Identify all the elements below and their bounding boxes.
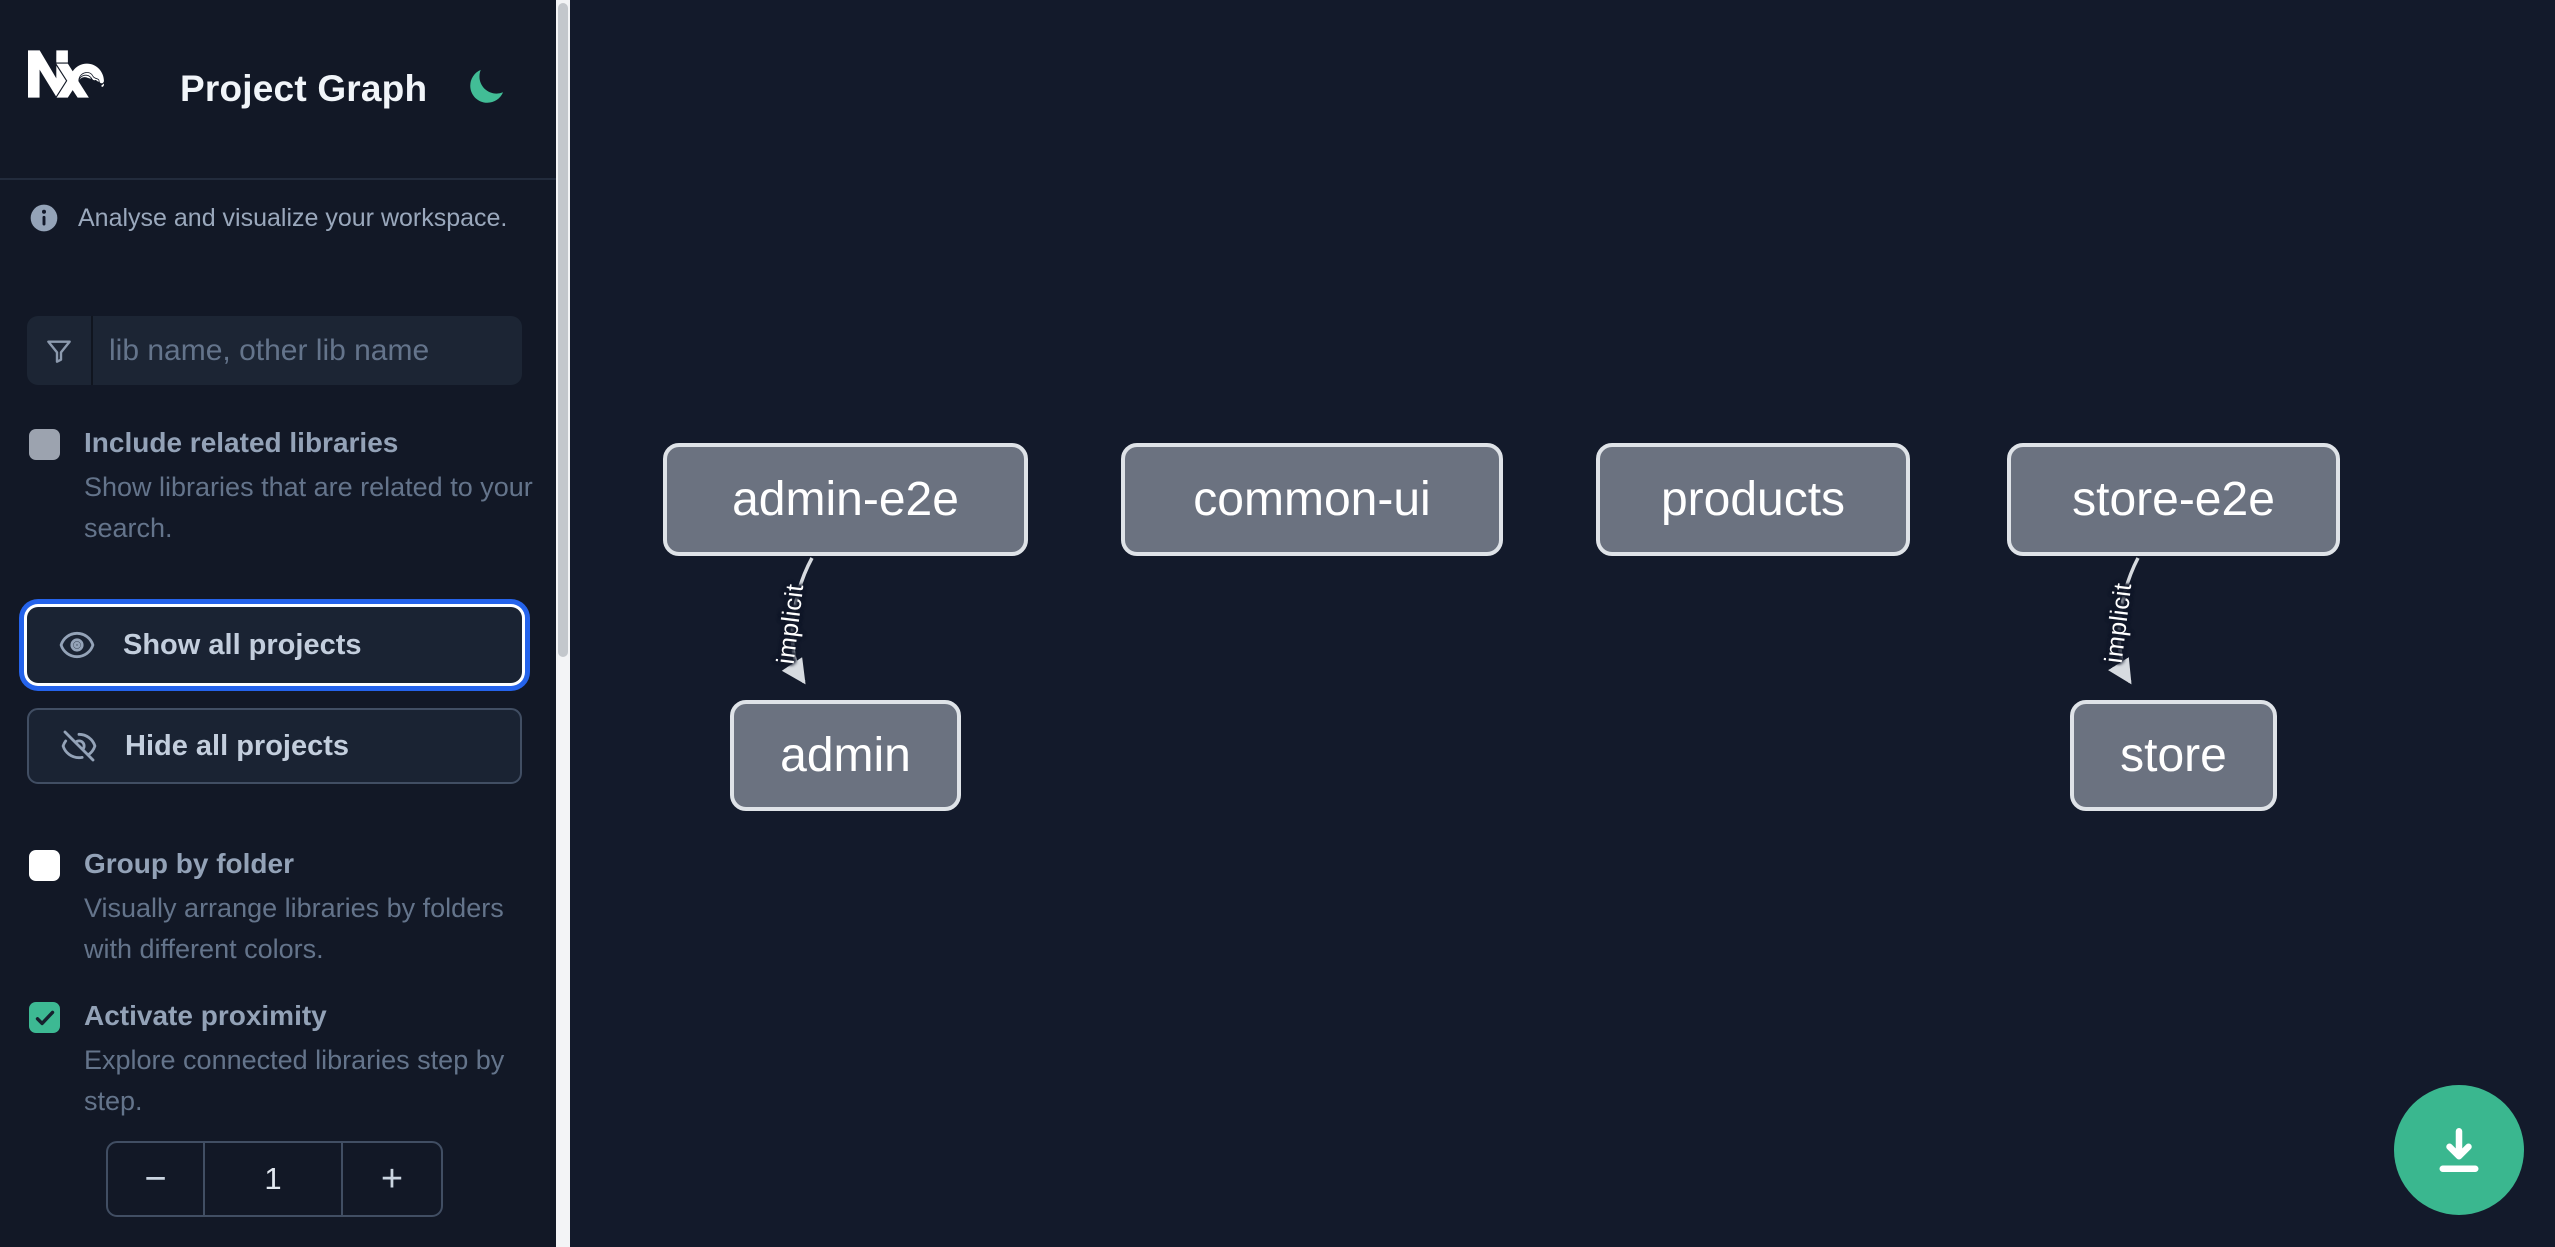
node-admin-e2e[interactable]: admin-e2e <box>663 443 1028 556</box>
moon-icon <box>465 69 507 111</box>
node-store-e2e[interactable]: store-e2e <box>2007 443 2340 556</box>
tagline: Analyse and visualize your workspace. <box>78 203 508 232</box>
group-by-folder-checkbox[interactable] <box>29 850 60 881</box>
proximity-stepper: − 1 + <box>106 1141 443 1217</box>
node-admin[interactable]: admin <box>730 700 961 811</box>
download-graph-button[interactable] <box>2394 1085 2524 1215</box>
download-icon <box>2429 1120 2489 1180</box>
eye-off-icon <box>59 726 99 766</box>
edge-admin-e2e-admin[interactable] <box>781 557 814 685</box>
node-common-ui[interactable]: common-ui <box>1121 443 1503 556</box>
nx-logo <box>28 36 105 112</box>
activate-proximity-label: Activate proximity <box>84 1000 327 1031</box>
node-store[interactable]: store <box>2070 700 2277 811</box>
include-related-description: Show libraries that are related to your … <box>84 472 533 543</box>
edge-store-e2e-store[interactable] <box>2108 557 2140 685</box>
stepper-value: 1 <box>264 1161 282 1196</box>
search-filter <box>27 316 522 385</box>
node-products[interactable]: products <box>1596 443 1910 556</box>
include-related-checkbox[interactable] <box>29 429 60 460</box>
hide-all-projects-button[interactable]: Hide all projects <box>27 708 522 784</box>
graph-canvas[interactable]: implicit implicit admin-e2e common-ui pr… <box>570 0 2555 1247</box>
sidebar-scrollbar[interactable] <box>556 0 570 1247</box>
include-related-label: Include related libraries <box>84 427 399 458</box>
decrement-button[interactable]: − <box>108 1143 205 1215</box>
check-icon <box>33 1006 57 1030</box>
group-by-folder-label: Group by folder <box>84 848 294 879</box>
eye-icon <box>57 625 97 665</box>
sidebar-header: Project Graph <box>0 0 556 178</box>
header-divider <box>0 178 556 180</box>
activate-proximity-checkbox[interactable] <box>29 1002 60 1033</box>
scrollbar-thumb[interactable] <box>558 3 568 657</box>
page-title: Project Graph <box>180 68 428 109</box>
show-all-projects-button[interactable]: Show all projects <box>27 607 522 683</box>
filter-icon <box>27 316 93 385</box>
info-icon <box>28 202 60 234</box>
activate-proximity-description: Explore connected libraries step by step… <box>84 1045 505 1116</box>
show-all-projects-label: Show all projects <box>123 628 362 661</box>
increment-button[interactable]: + <box>341 1143 441 1215</box>
theme-toggle-button[interactable] <box>462 64 510 112</box>
search-input[interactable] <box>93 316 522 385</box>
sidebar: Project Graph Analyse and visualize your… <box>0 0 570 1247</box>
group-by-folder-description: Visually arrange libraries by folders wi… <box>84 893 504 964</box>
hide-all-projects-label: Hide all projects <box>125 729 350 762</box>
graph-edges <box>781 557 2140 685</box>
